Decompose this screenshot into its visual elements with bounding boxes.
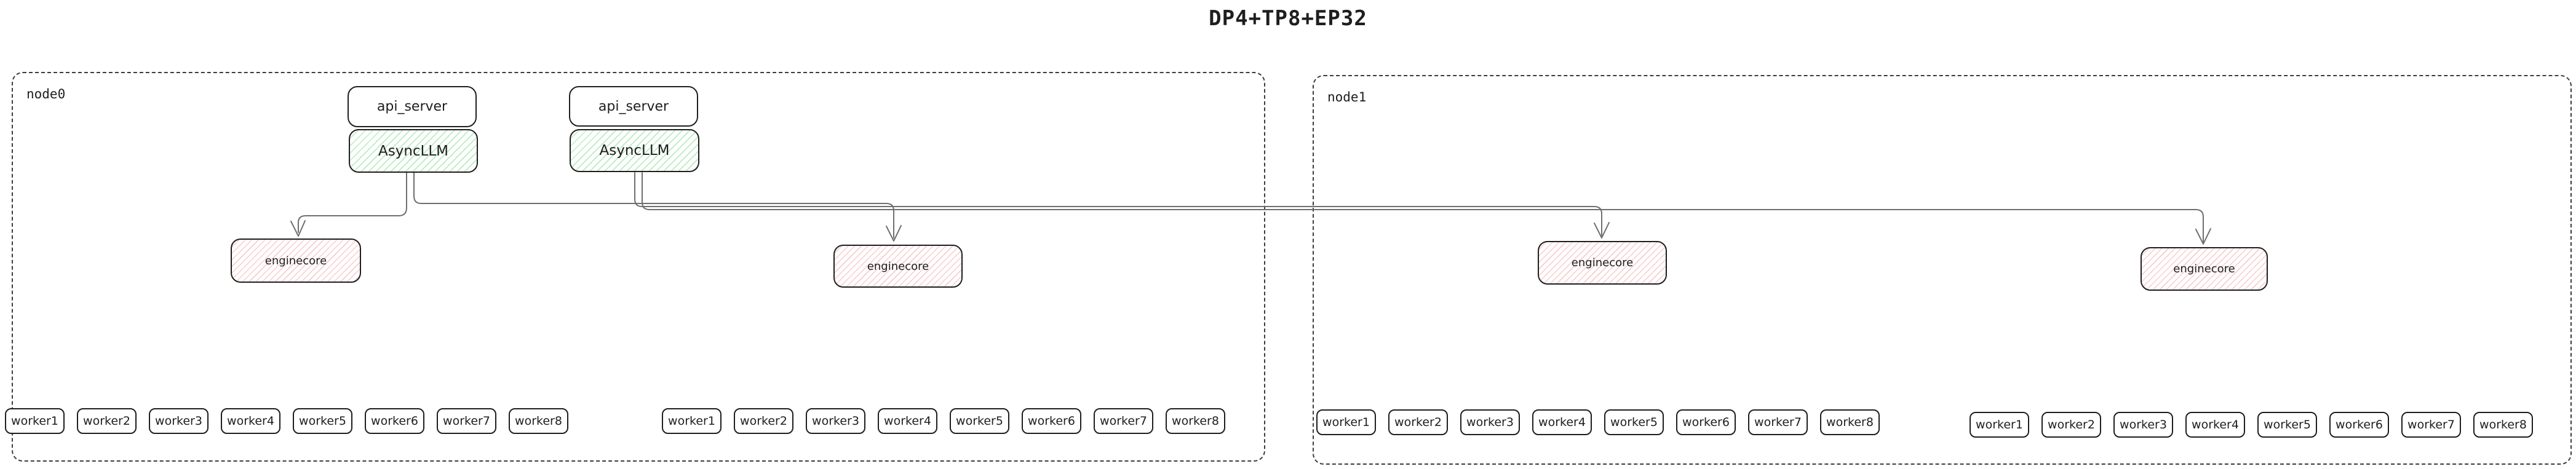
worker-box: worker7 xyxy=(1094,408,1153,434)
node0-container: node0 xyxy=(12,72,1265,462)
worker-label: worker5 xyxy=(2264,418,2311,432)
worker-box: worker2 xyxy=(1388,409,1448,435)
enginecore-3-label: enginecore xyxy=(1571,256,1634,269)
worker-label: worker7 xyxy=(443,414,490,428)
worker-label: worker3 xyxy=(1466,416,1514,429)
api-server-2-label: api_server xyxy=(598,98,669,114)
worker-box: worker1 xyxy=(1316,409,1376,435)
worker-box: worker5 xyxy=(2257,412,2317,438)
worker-label: worker6 xyxy=(371,414,418,428)
worker-box: worker2 xyxy=(77,408,137,434)
worker-label: worker2 xyxy=(740,414,787,428)
worker-label: worker2 xyxy=(83,414,130,428)
worker-label: worker7 xyxy=(1754,416,1802,429)
worker-box: worker6 xyxy=(365,408,424,434)
worker-box: worker7 xyxy=(437,408,496,434)
enginecore-3-box: enginecore xyxy=(1538,241,1667,285)
worker-label: worker6 xyxy=(1682,416,1730,429)
diagram-title: DP4+TP8+EP32 xyxy=(1209,6,1367,31)
worker-group-3: worker1 worker2 worker3 worker4 worker5 … xyxy=(1316,409,1880,435)
worker-box: worker8 xyxy=(1820,409,1880,435)
worker-label: worker3 xyxy=(812,414,859,428)
asyncllm-2-label: AsyncLLM xyxy=(599,143,670,159)
node0-label: node0 xyxy=(26,87,66,101)
worker-box: worker4 xyxy=(221,408,280,434)
asyncllm-1-box: AsyncLLM xyxy=(349,129,478,173)
enginecore-1-label: enginecore xyxy=(264,254,327,267)
worker-label: worker1 xyxy=(668,414,715,428)
worker-box: worker7 xyxy=(1748,409,1808,435)
worker-box: worker1 xyxy=(1970,412,2029,438)
worker-box: worker6 xyxy=(2329,412,2389,438)
enginecore-4-label: enginecore xyxy=(2173,262,2235,275)
worker-box: worker4 xyxy=(878,408,937,434)
worker-label: worker5 xyxy=(299,414,346,428)
worker-label: worker7 xyxy=(1100,414,1147,428)
worker-box: worker4 xyxy=(2185,412,2245,438)
worker-label: worker6 xyxy=(2335,418,2383,432)
worker-label: worker1 xyxy=(1976,418,2023,432)
worker-group-2: worker1 worker2 worker3 worker4 worker5 … xyxy=(662,408,1225,434)
worker-label: worker2 xyxy=(2048,418,2095,432)
asyncllm-2-box: AsyncLLM xyxy=(570,129,699,172)
worker-label: worker5 xyxy=(956,414,1003,428)
worker-label: worker4 xyxy=(227,414,274,428)
enginecore-2-box: enginecore xyxy=(833,245,963,288)
worker-box: worker1 xyxy=(662,408,722,434)
worker-box: worker5 xyxy=(293,408,352,434)
worker-label: worker8 xyxy=(2479,418,2527,432)
worker-label: worker3 xyxy=(155,414,202,428)
worker-label: worker4 xyxy=(884,414,931,428)
worker-box: worker5 xyxy=(950,408,1009,434)
api-server-1-label: api_server xyxy=(376,99,448,114)
worker-label: worker4 xyxy=(2192,418,2239,432)
worker-box: worker3 xyxy=(149,408,209,434)
worker-box: worker6 xyxy=(1022,408,1081,434)
worker-group-1: worker1 worker2 worker3 worker4 worker5 … xyxy=(5,408,568,434)
worker-box: worker4 xyxy=(1532,409,1592,435)
worker-label: worker1 xyxy=(1322,416,1370,429)
asyncllm-1-label: AsyncLLM xyxy=(378,143,449,159)
api-server-2-box: api_server xyxy=(569,86,698,127)
worker-box: worker7 xyxy=(2401,412,2461,438)
worker-box: worker8 xyxy=(2473,412,2533,438)
worker-box: worker5 xyxy=(1604,409,1664,435)
node1-label: node1 xyxy=(1327,90,1367,104)
worker-label: worker5 xyxy=(1610,416,1658,429)
worker-label: worker8 xyxy=(1172,414,1219,428)
api-server-1-box: api_server xyxy=(348,86,477,127)
worker-box: worker8 xyxy=(509,408,568,434)
worker-label: worker2 xyxy=(1394,416,1442,429)
worker-box: worker2 xyxy=(2041,412,2101,438)
worker-label: worker7 xyxy=(2407,418,2455,432)
worker-box: worker6 xyxy=(1676,409,1736,435)
worker-label: worker8 xyxy=(515,414,562,428)
node1-container: node1 xyxy=(1313,75,2572,465)
worker-box: worker3 xyxy=(2113,412,2173,438)
enginecore-1-box: enginecore xyxy=(231,238,361,283)
enginecore-2-label: enginecore xyxy=(867,259,929,273)
worker-box: worker8 xyxy=(1166,408,1225,434)
worker-box: worker1 xyxy=(5,408,65,434)
worker-box: worker3 xyxy=(806,408,865,434)
worker-box: worker2 xyxy=(734,408,793,434)
worker-group-4: worker1 worker2 worker3 worker4 worker5 … xyxy=(1970,412,2533,438)
worker-label: worker1 xyxy=(11,414,58,428)
worker-label: worker6 xyxy=(1028,414,1075,428)
worker-label: worker3 xyxy=(2120,418,2167,432)
worker-box: worker3 xyxy=(1460,409,1520,435)
worker-label: worker8 xyxy=(1826,416,1874,429)
enginecore-4-box: enginecore xyxy=(2141,247,2268,291)
worker-label: worker4 xyxy=(1538,416,1586,429)
